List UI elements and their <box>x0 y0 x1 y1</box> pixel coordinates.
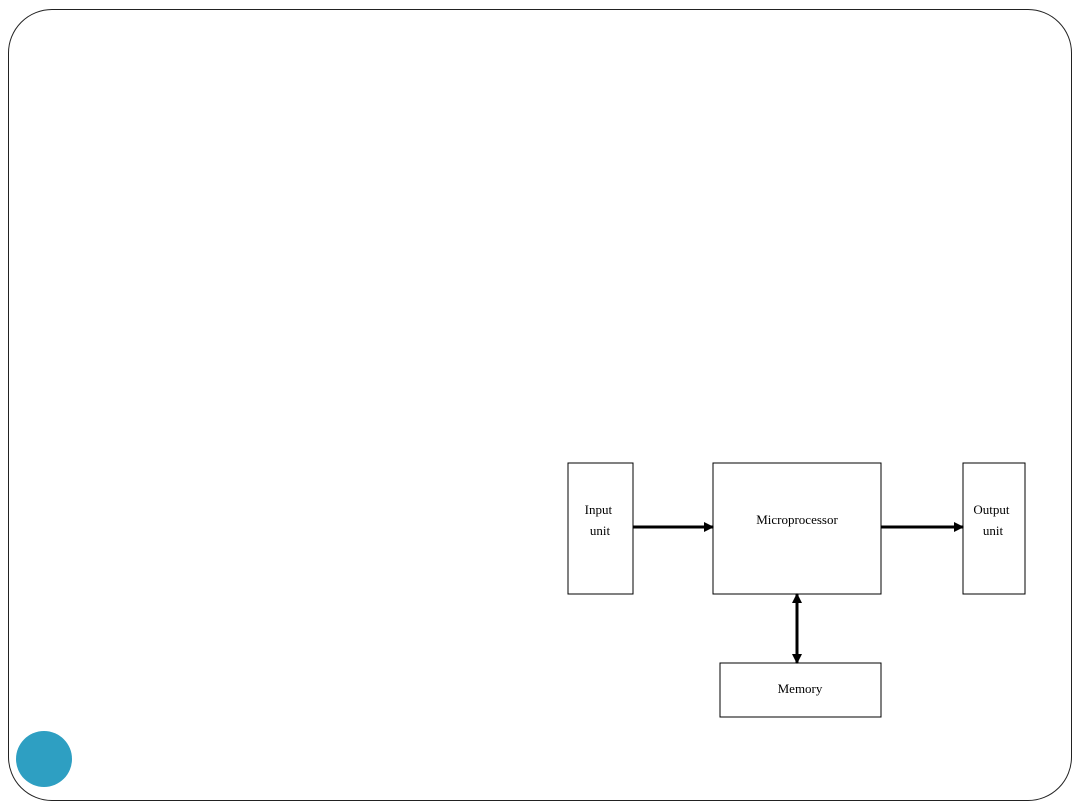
microprocessor-label: Microprocessor <box>756 512 838 527</box>
microprocessor-box <box>712 462 882 595</box>
memory-box <box>719 662 882 718</box>
output-unit-label: Output unit <box>973 502 1012 538</box>
output-unit-box <box>962 462 1026 595</box>
output-unit-label-line-1: Output <box>973 502 1010 517</box>
memory-label: Memory <box>778 681 823 696</box>
slide-frame <box>8 9 1072 801</box>
input-unit-label: Input unit <box>585 502 616 538</box>
input-unit-box <box>567 462 634 595</box>
output-unit-label-line-2: unit <box>983 523 1004 538</box>
input-unit-label-line-1: Input <box>585 502 613 517</box>
accent-circle <box>16 731 72 787</box>
input-unit-label-line-2: unit <box>590 523 611 538</box>
